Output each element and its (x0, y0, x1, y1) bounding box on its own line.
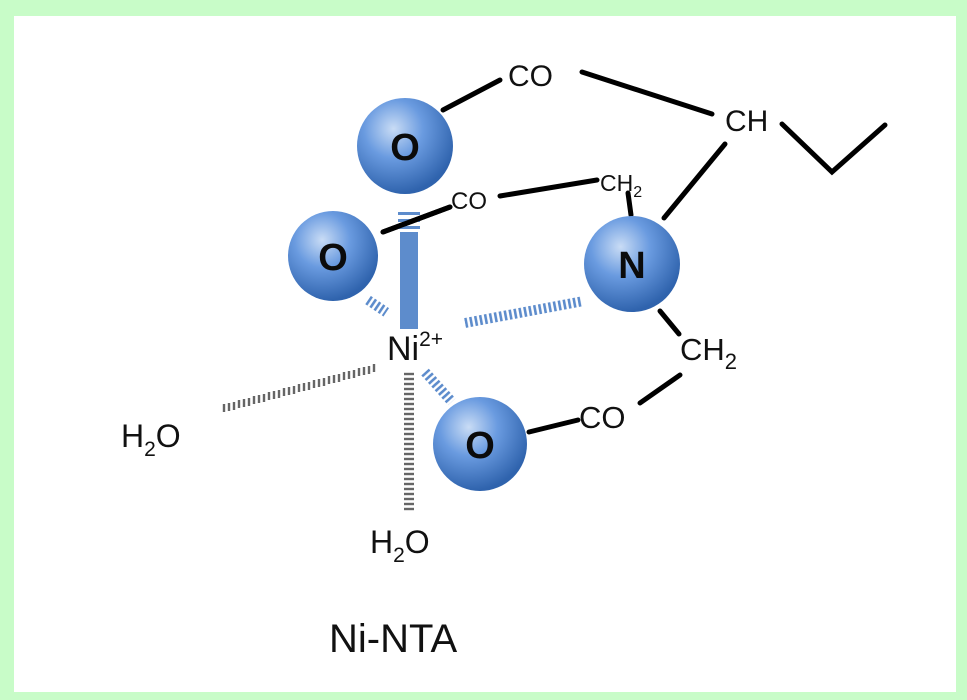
oxygen-top-label: O (390, 127, 420, 169)
ni-water-left-bond (222, 364, 376, 412)
ni-nta-diagram: O O N O (121, 60, 888, 661)
ni-water-bottom-bond (404, 372, 414, 511)
water-bottom-label: H2O (370, 524, 430, 567)
ch2-right-label: CH2 (680, 332, 737, 374)
bond-ch-n (661, 141, 728, 221)
bond-n-ch2right (657, 308, 682, 337)
bond-ch2top-n (625, 190, 634, 218)
diagram-title: Ni-NTA (329, 617, 457, 661)
nickel-charge: 2+ (419, 328, 443, 351)
bond-comid-ch2top (497, 177, 600, 199)
oxygen-atom-left: O (288, 211, 378, 301)
ch2-top-label: CH2 (600, 170, 642, 201)
nickel-symbol: Ni (387, 330, 419, 368)
bond-cotop-ch (579, 69, 715, 117)
oxygen-left-label: O (318, 237, 348, 279)
diagram-panel: O O N O (14, 16, 956, 692)
nitrogen-atom: N (584, 216, 680, 312)
ch-label: CH (725, 105, 768, 138)
ni-otop-bond (398, 212, 420, 329)
co-middle-label: CO (451, 188, 487, 215)
oxygen-atom-bottom: O (433, 397, 527, 491)
oxygen-atom-top: O (357, 98, 453, 194)
ni-obottom-bond (421, 368, 456, 406)
ni-oleft-bond (365, 295, 390, 317)
ni-n-bond (464, 296, 582, 328)
co-top-label: CO (508, 60, 553, 93)
nitrogen-label: N (618, 245, 645, 287)
bond-obot-cobot (526, 417, 581, 435)
water-left-label: H2O (121, 418, 181, 461)
bond-ch-ethyl (779, 121, 888, 176)
co-bottom-label: CO (579, 400, 626, 435)
bond-overlay (380, 204, 453, 235)
bond-ch2right-cobot (637, 372, 683, 406)
coordination-bonds (365, 295, 582, 406)
water-bonds (222, 364, 414, 511)
oxygen-bottom-label: O (465, 425, 495, 467)
nickel-ion-label: Ni2+ (387, 328, 443, 368)
bond-otop-cotop (440, 77, 503, 113)
